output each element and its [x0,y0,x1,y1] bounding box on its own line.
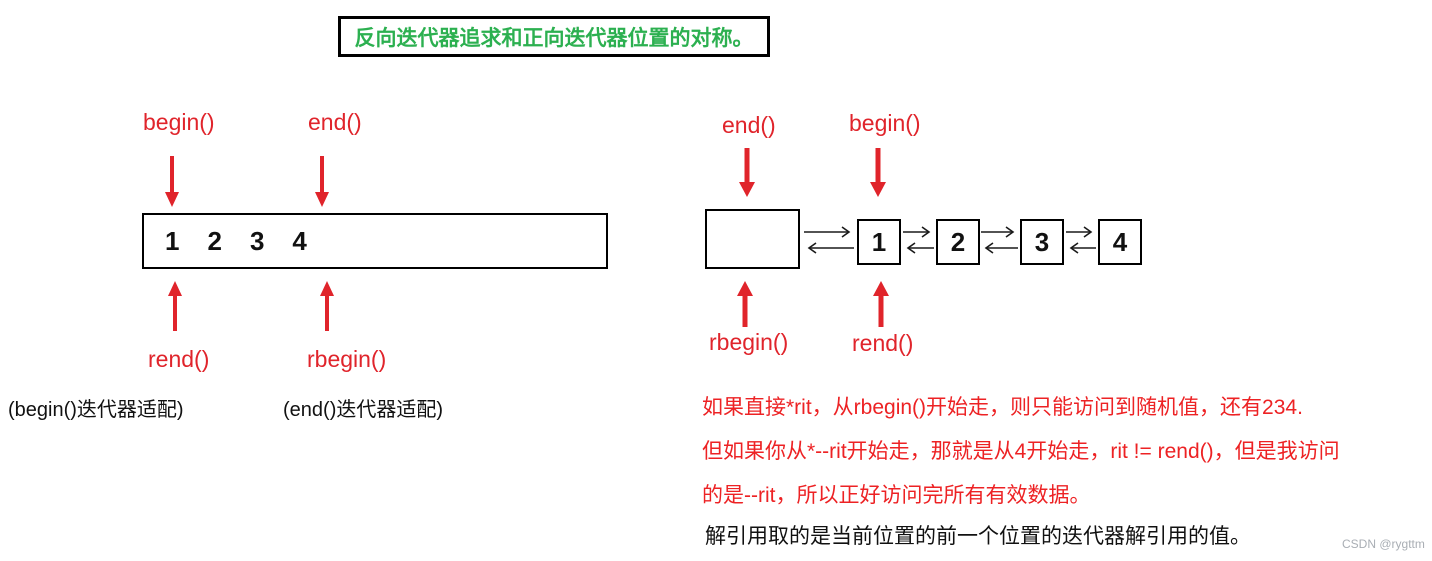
bidirectional-link-arrows-icon [981,226,1018,254]
left-end-label: end() [308,109,362,135]
list-node: 4 [1098,219,1142,265]
bidirectional-link-arrows-icon [903,226,934,254]
arrow-up-icon [737,281,753,327]
red-note-line: 的是--rit，所以正好访问完所有有效数据。 [702,484,1091,507]
left-rend-label: rend() [148,346,210,372]
list-node: 2 [936,219,980,265]
right-rbegin-label: rbegin() [709,329,789,355]
arrow-up-icon [168,281,182,331]
dereference-note: 解引用取的是当前位置的前一个位置的迭代器解引用的值。 [705,525,1251,548]
right-begin-label: begin() [849,110,921,136]
red-note-line: 如果直接*rit，从rbegin()开始走，则只能访问到随机值，还有234. [702,396,1303,419]
array-value: 3 [249,225,265,256]
arrow-up-icon [320,281,334,331]
right-rend-label: rend() [852,330,914,356]
array-value: 2 [207,225,222,256]
left-rbegin-label: rbegin() [307,346,387,372]
left-rend-caption: (begin()迭代器适配) [8,399,184,421]
left-rbegin-caption: (end()迭代器适配) [283,399,444,421]
right-end-label: end() [722,112,776,138]
bidirectional-link-arrows-icon [1066,226,1096,254]
arrow-down-icon [165,156,179,207]
csdn-watermark: CSDN @rygttm [1342,537,1425,551]
arrow-down-icon [870,148,886,197]
page-title: 反向迭代器追求和正向迭代器位置的对称。 [354,26,754,50]
left-begin-label: begin() [143,109,215,135]
arrow-down-icon [315,156,329,207]
list-node: 3 [1020,219,1064,265]
red-explanation-notes: 如果直接*rit，从rbegin()开始走，则只能访问到随机值，还有234. 但… [702,386,1432,518]
red-note-line: 但如果你从*--rit开始走，那就是从4开始走，rit != rend()，但是… [702,440,1340,463]
array-value: 4 [292,225,307,256]
sentinel-head-node [705,209,800,269]
title-box: 反向迭代器追求和正向迭代器位置的对称。 [338,16,770,57]
left-array-box: 1 2 3 4 [142,213,608,269]
bidirectional-link-arrows-icon [804,226,854,254]
list-node: 1 [857,219,901,265]
arrow-down-icon [739,148,755,197]
arrow-up-icon [873,281,889,327]
array-value: 1 [165,225,180,256]
